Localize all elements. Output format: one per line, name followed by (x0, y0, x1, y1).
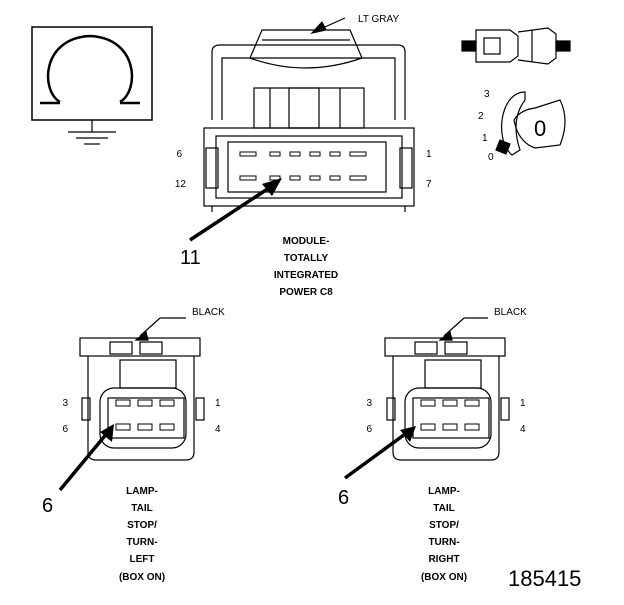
right-pin-4: 4 (520, 424, 526, 435)
module-connector (203, 29, 415, 212)
left-color-arrowhead (134, 330, 149, 341)
right-caption-line: LAMP- (428, 486, 460, 497)
right-caption-line: RIGHT (428, 554, 459, 565)
module-color-label: LT GRAY (358, 14, 399, 25)
right-caption-line: TURN- (428, 537, 459, 548)
right-color-arrowhead (438, 330, 453, 341)
selector-position-2: 2 (478, 111, 484, 122)
left-lamp-connector (79, 337, 205, 461)
left-caption-line: (BOX ON) (119, 572, 165, 583)
module-callout-arrow (189, 184, 273, 242)
module-color-arrowhead (310, 20, 327, 34)
left-callout-number: 6 (42, 495, 53, 517)
left-caption-line: TAIL (131, 503, 152, 514)
right-pin-1: 1 (520, 398, 526, 409)
right-callout-arrowhead (400, 426, 416, 442)
left-color-leader (139, 317, 161, 337)
selector-position-3: 3 (484, 89, 490, 100)
left-pin-1: 1 (215, 398, 221, 409)
module-callout-arrowhead (262, 178, 282, 196)
module-callout-number: 11 (180, 247, 201, 269)
right-lamp-connector (384, 337, 510, 461)
selector-position-0: 0 (488, 152, 494, 163)
module-caption-line: TOTALLY (284, 253, 329, 264)
right-callout-arrow (343, 430, 410, 480)
figure-number: 185415 (508, 566, 581, 591)
module-pin-6: 6 (176, 149, 182, 160)
connector-side-view-icon (461, 27, 571, 65)
left-caption-line: LAMP- (126, 486, 158, 497)
right-pin-6: 6 (366, 424, 372, 435)
module-caption-line: INTEGRATED (274, 270, 338, 281)
module-pin-12: 12 (175, 179, 187, 190)
selector-position-1: 1 (482, 133, 488, 144)
right-color-label: BLACK (494, 307, 527, 318)
position-selector-knob-icon (495, 91, 566, 156)
left-callout-arrowhead (100, 424, 114, 442)
right-callout-number: 6 (338, 487, 349, 509)
module-pin-7: 7 (426, 179, 432, 190)
module-pin-1: 1 (426, 149, 432, 160)
left-pin-3: 3 (62, 398, 68, 409)
left-caption-line: STOP/ (127, 520, 157, 531)
left-callout-arrow (58, 430, 110, 492)
left-pin-4: 4 (215, 424, 221, 435)
module-caption-line: MODULE- (283, 236, 330, 247)
selector-indicator: 0 (534, 116, 546, 141)
left-pin-6: 6 (62, 424, 68, 435)
right-color-leader (443, 317, 465, 337)
left-color-label: BLACK (192, 307, 225, 318)
module-caption-line: POWER C8 (279, 287, 333, 298)
ohm-ground-symbol-icon (31, 26, 153, 145)
left-caption-line: TURN- (126, 537, 157, 548)
right-pin-3: 3 (366, 398, 372, 409)
right-caption-line: TAIL (433, 503, 454, 514)
left-caption-line: LEFT (130, 554, 155, 565)
right-caption-line: STOP/ (429, 520, 459, 531)
right-caption-line: (BOX ON) (421, 572, 467, 583)
